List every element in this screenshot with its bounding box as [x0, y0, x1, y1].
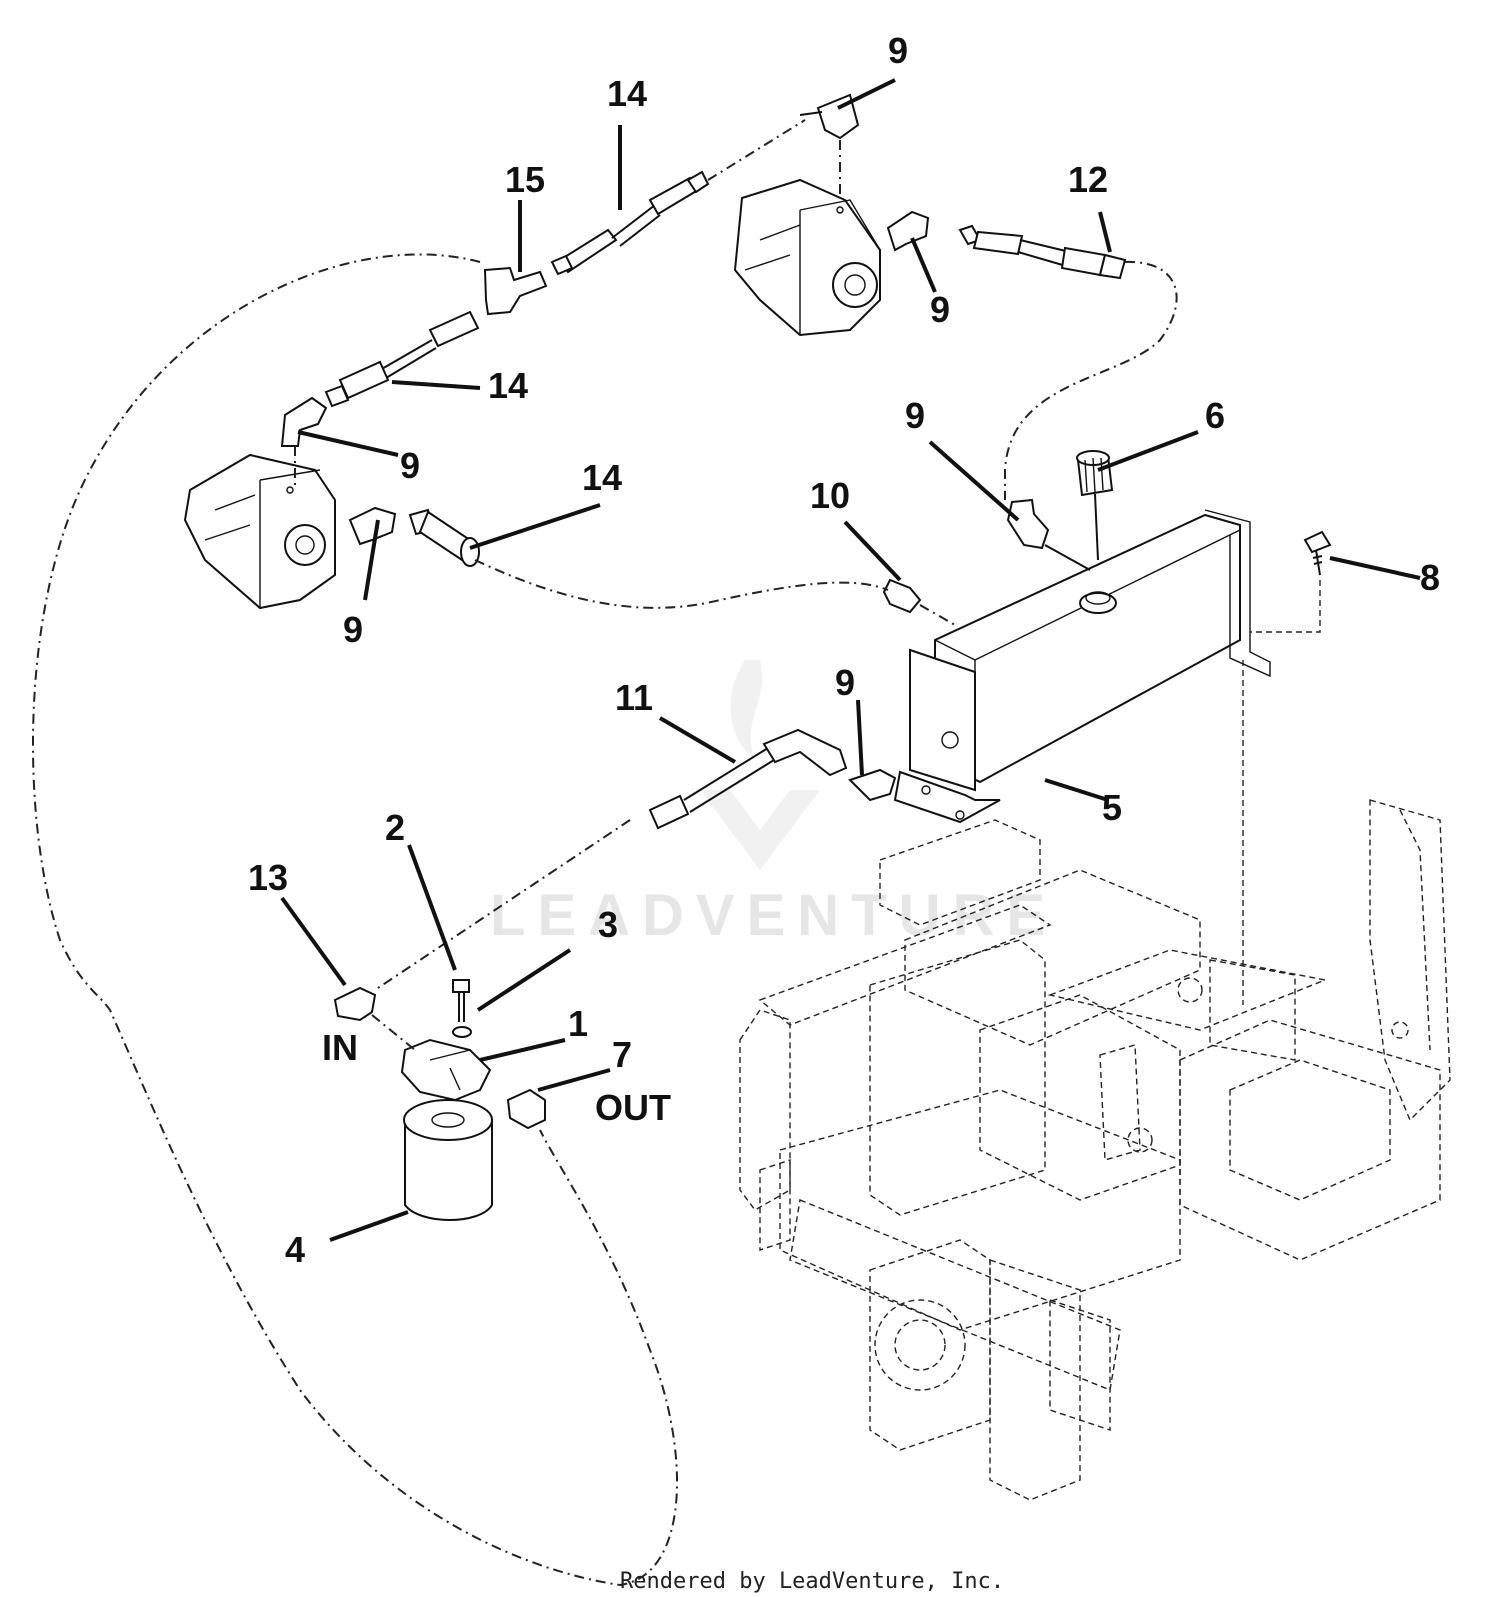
washer-3 — [452, 1026, 472, 1038]
elbow-lower-left — [348, 506, 397, 546]
elbow-near-tank — [1006, 498, 1091, 571]
hose-middle — [324, 310, 480, 408]
callout-3: 3 — [598, 904, 618, 945]
left-pump — [183, 453, 336, 610]
elbow-upper-pump — [886, 210, 930, 252]
elbow-top — [799, 93, 860, 140]
callout-2: 2 — [385, 807, 405, 848]
callout-9-lower: 9 — [835, 662, 855, 703]
watermark: LEADVENTURE — [490, 660, 1057, 948]
callout-12: 12 — [1068, 159, 1108, 200]
callout-14-lower: 14 — [582, 457, 622, 498]
callout-11: 11 — [615, 677, 653, 718]
callout-4: 4 — [285, 1229, 305, 1270]
elbow-left-pump — [280, 396, 328, 447]
port-label-out: OUT — [595, 1087, 671, 1128]
filter-bolt-2 — [452, 979, 470, 1022]
callout-6: 6 — [1205, 395, 1225, 436]
upper-pump — [733, 178, 881, 337]
callout-8: 8 — [1420, 557, 1440, 598]
callout-10: 10 — [810, 475, 850, 516]
fitting-10 — [882, 578, 922, 614]
callout-5: 5 — [1102, 787, 1122, 828]
watermark-text: LEADVENTURE — [490, 883, 1057, 948]
footer-credit: Rendered by LeadVenture, Inc. — [620, 1569, 1004, 1594]
tee-15 — [483, 266, 548, 316]
callout-13: 13 — [248, 857, 288, 898]
callout-9-left-pump: 9 — [400, 445, 420, 486]
callout-14-middle: 14 — [488, 365, 528, 406]
elbow-lower — [848, 768, 897, 802]
hose-lower-left — [408, 508, 480, 567]
callout-9-top: 9 — [888, 30, 908, 71]
hose-top — [550, 170, 710, 276]
callout-1: 1 — [568, 1003, 588, 1044]
leader-lines — [280, 78, 1421, 1242]
callout-9-upper-pump: 9 — [930, 289, 950, 330]
chassis-frame — [739, 799, 1451, 1501]
hose-11 — [648, 728, 848, 830]
filter-head — [400, 1038, 492, 1102]
hydraulic-tank — [893, 509, 1271, 824]
fitting-13 — [333, 986, 377, 1022]
callout-15: 15 — [505, 159, 545, 200]
callout-14-top: 14 — [607, 73, 647, 114]
port-label-in: IN — [322, 1027, 358, 1068]
dipstick-cap — [1076, 450, 1114, 561]
callout-9-tank: 9 — [905, 395, 925, 436]
callout-7: 7 — [612, 1034, 632, 1075]
filter-cartridge-4 — [403, 1099, 493, 1221]
watermark-logo-icon — [700, 660, 820, 870]
callouts: 9 14 15 12 9 14 9 14 9 6 9 10 8 11 9 5 2… — [248, 30, 1440, 1270]
bolt-8 — [1250, 530, 1332, 633]
hose-12 — [958, 224, 1127, 280]
hose-routes — [294, 119, 1244, 1051]
callout-9-lower-left: 9 — [343, 609, 363, 650]
fitting-7 — [506, 1088, 546, 1130]
